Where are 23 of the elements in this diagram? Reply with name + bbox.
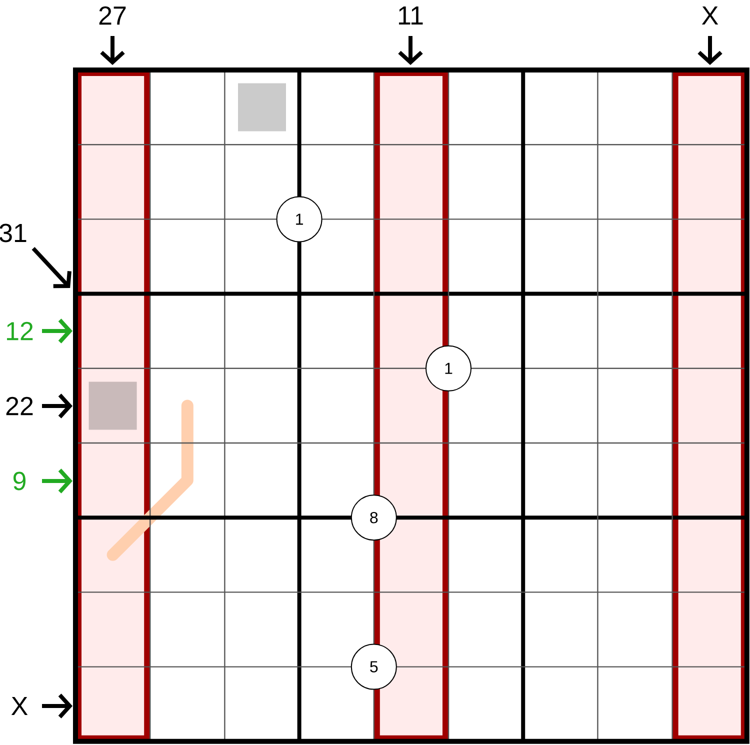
circled-number: 1: [276, 196, 322, 242]
arrow: [100, 36, 125, 65]
highlighted-column: [672, 70, 747, 742]
arrow: [32, 246, 72, 288]
arrow: [42, 318, 72, 344]
arrow: [42, 468, 72, 494]
arrow: [398, 36, 423, 65]
clue-label: 27: [99, 6, 126, 25]
circled-number: 5: [350, 644, 397, 690]
clue-label: 9: [14, 472, 26, 490]
arrow: [42, 394, 72, 418]
clue-label: 12: [7, 322, 33, 340]
highlighted-column: [76, 70, 150, 742]
arrow: [698, 36, 722, 65]
clue-label: X: [11, 697, 28, 715]
clue-label: 11: [398, 6, 423, 24]
circled-number: 8: [350, 494, 397, 541]
arrow: [42, 694, 72, 718]
sudoku-grid: [73, 68, 750, 744]
clue-label: 22: [6, 396, 33, 416]
clue-label: X: [702, 6, 718, 24]
circled-number: 1: [426, 345, 472, 392]
clue-label: 31: [0, 224, 26, 242]
